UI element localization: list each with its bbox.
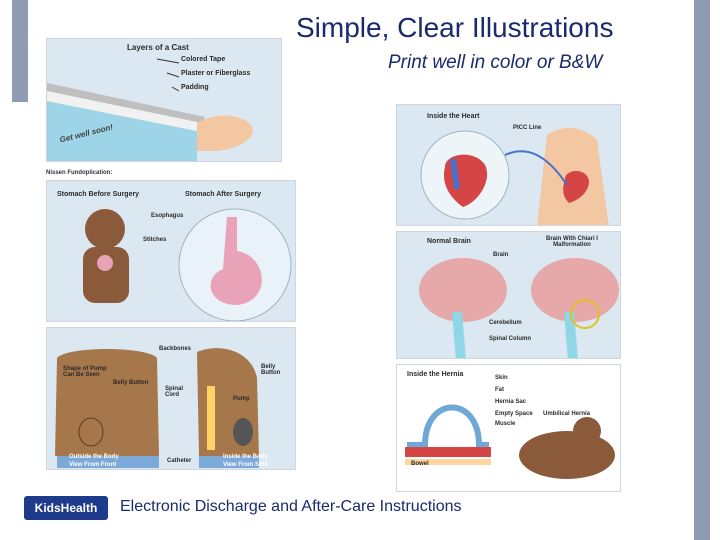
slide-title: Simple, Clear Illustrations xyxy=(296,12,614,43)
left-accent-bar xyxy=(12,0,28,102)
pump-footer-right-sub: View From Side xyxy=(223,462,268,468)
brain-illustration: Normal Brain Brain With Chiari I Malform… xyxy=(396,231,621,359)
brain-label-brain: Brain xyxy=(493,252,509,258)
cast-label-plaster: Plaster or Fiberglass xyxy=(181,70,251,77)
stomach-after-title: Stomach After Surgery xyxy=(185,191,261,198)
pump-label-belly-button-front: Belly Button xyxy=(113,380,149,386)
heart-illustration: Inside the Heart PICC Line xyxy=(396,104,621,226)
heart-title: Inside the Heart xyxy=(427,113,480,120)
stomach-before-title: Stomach Before Surgery xyxy=(57,191,140,198)
slide-subtitle: Print well in color or B&W xyxy=(388,52,603,73)
pump-label-shape: Shape of Pump Can Be Seen xyxy=(63,366,107,378)
hernia-label-umbilical: Umbilical Hernia xyxy=(543,411,591,417)
hernia-label-hernia-sac: Hernia Sac xyxy=(495,399,527,405)
stomach-label-stitches: Stitches xyxy=(143,237,167,243)
pump-label-belly-button-side: Belly Button xyxy=(261,364,281,376)
heart-label-picc: PICC Line xyxy=(513,125,542,131)
hernia-title: Inside the Hernia xyxy=(407,371,464,378)
hernia-drawing xyxy=(397,365,620,491)
hernia-label-empty-space: Empty Space xyxy=(495,411,533,417)
brain-label-spinal-column: Spinal Column xyxy=(489,336,531,342)
slide-footer: Electronic Discharge and After-Care Inst… xyxy=(120,498,462,515)
cast-drawing xyxy=(47,39,281,161)
heart-drawing xyxy=(397,105,620,225)
pump-footer-left-sub: View From Front xyxy=(69,462,117,468)
pump-drawing xyxy=(47,328,295,469)
pump-footer-right: Inside the Body xyxy=(223,454,268,460)
pump-footer-left: Outside the Body xyxy=(69,454,119,460)
stomach-illustration: Stomach Before Surgery Stomach After Sur… xyxy=(46,180,296,322)
stomach-label-esophagus: Esophagus xyxy=(151,213,184,219)
cast-title: Layers of a Cast xyxy=(127,43,189,52)
brain-drawing xyxy=(397,232,620,358)
stomach-drawing xyxy=(47,181,295,321)
cast-illustration: Layers of a Cast Colored Tape Plaster or… xyxy=(46,38,282,162)
cast-label-tape: Colored Tape xyxy=(181,56,226,63)
hernia-label-skin: Skin xyxy=(495,375,508,381)
hernia-illustration: Inside the Hernia Skin Fat Hernia Sac Em… xyxy=(396,364,621,492)
brain-title-chiari: Brain With Chiari I Malformation xyxy=(546,236,598,248)
pump-illustration: Backbones Shape of Pump Can Be Seen Bell… xyxy=(46,327,296,470)
hernia-label-fat: Fat xyxy=(495,387,504,393)
right-accent-bar xyxy=(694,0,710,540)
pump-label-pump: Pump xyxy=(233,396,250,402)
brain-label-cerebellum: Cerebellum xyxy=(489,320,522,326)
hernia-label-bowel: Bowel xyxy=(411,461,429,467)
cast-label-padding: Padding xyxy=(181,84,209,91)
pump-label-catheter: Catheter xyxy=(167,458,192,464)
brain-title-normal: Normal Brain xyxy=(427,238,471,245)
pump-label-backbones: Backbones xyxy=(159,346,192,352)
kidshealth-logo: KidsHealth xyxy=(24,496,108,520)
hernia-label-muscle: Muscle xyxy=(495,421,516,427)
stomach-caption: Nissen Fundoplication: xyxy=(46,170,113,176)
pump-label-spinal-cord: Spinal Cord xyxy=(165,386,184,398)
